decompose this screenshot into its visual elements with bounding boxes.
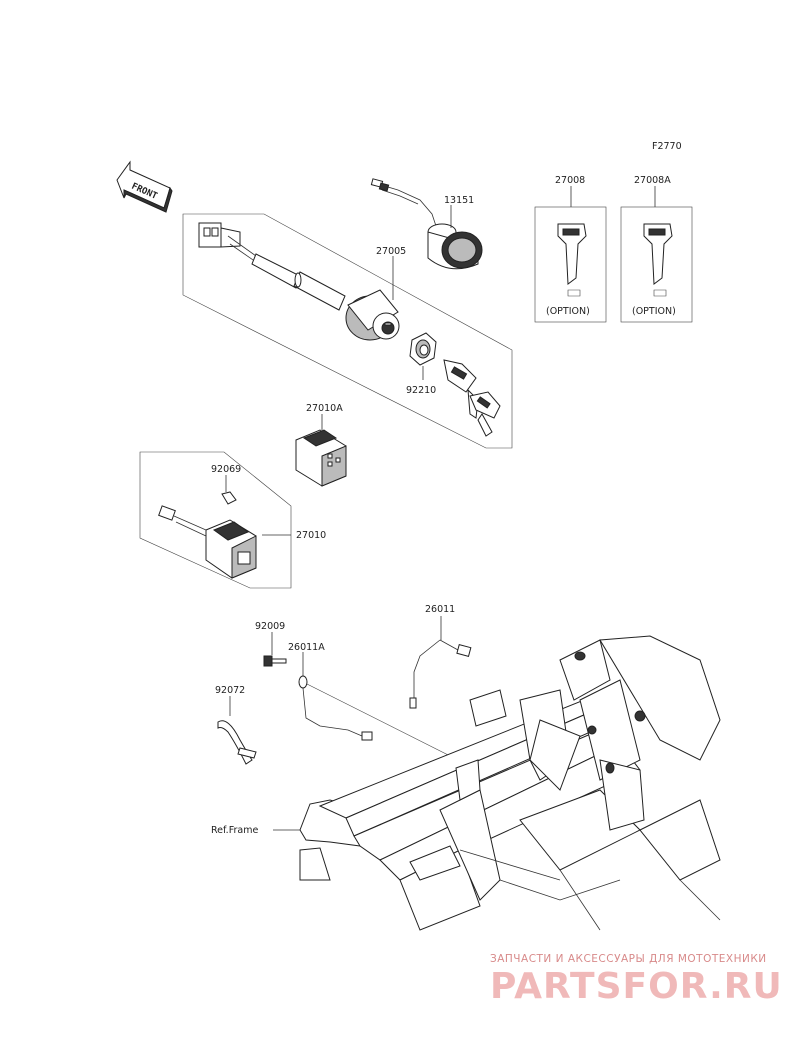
option-label-27008A: (OPTION)	[632, 306, 676, 317]
label-92009: 92009	[255, 621, 285, 632]
label-92069: 92069	[211, 464, 241, 475]
label-92210: 92210	[406, 385, 436, 396]
option-label-27008: (OPTION)	[546, 306, 590, 317]
label-92072: 92072	[215, 685, 245, 696]
label-27008A: 27008A	[634, 175, 671, 186]
wire-26011A	[298, 675, 373, 741]
watermark-logo: PARTSFOR.RU	[490, 966, 783, 1007]
wire-26011	[409, 639, 472, 709]
frame	[299, 635, 721, 931]
key-pair	[443, 359, 501, 437]
key-box-27008: (OPTION)	[534, 206, 607, 323]
label-27010A: 27010A	[306, 403, 343, 414]
band-92072	[217, 720, 257, 765]
clip-92069	[221, 491, 237, 505]
figure-id: F2770	[652, 141, 682, 152]
label-27010: 27010	[296, 530, 326, 541]
switch-27010A	[295, 429, 347, 487]
label-13151: 13151	[444, 195, 474, 206]
label-26011A: 26011A	[288, 642, 325, 653]
assembly-box-27005	[182, 213, 513, 449]
nut-92210	[409, 332, 437, 366]
switch-27010	[158, 505, 257, 579]
front-arrow-icon: FRONT	[116, 160, 173, 213]
key-box-27008A: (OPTION)	[620, 206, 693, 323]
label-26011: 26011	[425, 604, 455, 615]
ignition-switch	[198, 222, 400, 341]
label-27008: 27008	[555, 175, 585, 186]
ref-frame-label: Ref.Frame	[211, 825, 258, 836]
label-27005: 27005	[376, 246, 406, 257]
bolt-92009	[263, 655, 287, 667]
watermark-tagline: ЗАПЧАСТИ И АКСЕССУАРЫ ДЛЯ МОТОТЕХНИКИ	[490, 953, 767, 965]
part-13151	[370, 178, 483, 270]
assembly-box-27010	[139, 451, 292, 589]
